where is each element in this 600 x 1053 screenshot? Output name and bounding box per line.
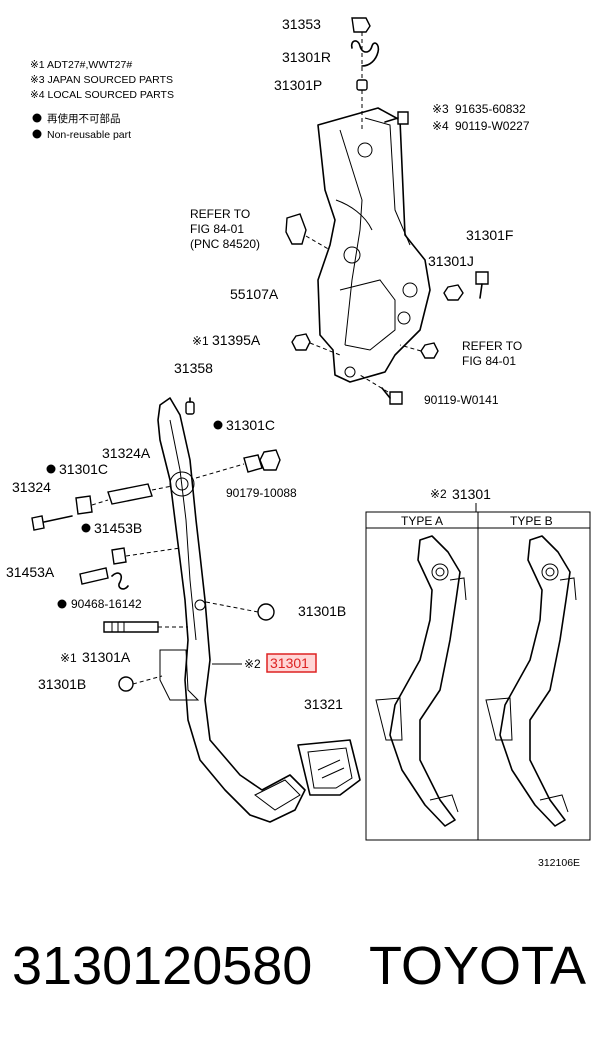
figure-code: 312106E <box>538 857 580 869</box>
label-31358[interactable]: 31358 <box>174 360 213 376</box>
bushing-31301B-left <box>118 676 134 692</box>
refer2-label-line1: REFER TO <box>462 339 522 353</box>
label-31324[interactable]: 31324 <box>12 479 51 495</box>
spring-31301R <box>350 40 380 67</box>
inset-title[interactable]: 31301 <box>452 486 491 502</box>
non-reusable-bullet-icon <box>57 599 67 609</box>
pedal-type-inset: ※2 31301 TYPE A TYPE B <box>365 486 591 841</box>
bushing-31301B-right <box>257 603 275 621</box>
clip-31353 <box>351 17 371 33</box>
note-local-sourced: ※4 LOCAL SOURCED PARTS <box>30 89 174 101</box>
highlight-box <box>266 653 317 673</box>
note-mark-1b: ※1 <box>60 651 77 665</box>
label-31395A[interactable]: 31395A <box>212 332 261 348</box>
label-91635-60832[interactable]: 91635-60832 <box>455 102 526 116</box>
non-reusable-bullet-icon <box>81 523 91 533</box>
note-mark-4: ※4 <box>432 119 449 133</box>
brand-caption: TOYOTA <box>368 936 586 996</box>
label-31301-highlighted[interactable]: 31301 <box>270 655 309 671</box>
label-31353[interactable]: 31353 <box>282 16 321 32</box>
note-mark-2: ※2 <box>244 657 261 671</box>
type-a-pedal <box>375 535 467 827</box>
label-31301C-left[interactable]: 31301C <box>59 461 108 477</box>
pedal-pad-31321 <box>297 739 361 796</box>
label-31301F[interactable]: 31301F <box>466 227 513 243</box>
label-31324A[interactable]: 31324A <box>102 445 151 461</box>
non-reusable-bullet-icon <box>46 464 56 474</box>
label-31301C-right[interactable]: 31301C <box>226 417 275 433</box>
label-90179-10088[interactable]: 90179-10088 <box>226 486 297 500</box>
non-reusable-bullet-icon <box>213 420 223 430</box>
bushing-31453B <box>111 547 127 565</box>
bushing-31301C-left <box>75 495 93 515</box>
bullet-icon <box>32 113 42 123</box>
label-31301A[interactable]: 31301A <box>82 649 131 665</box>
label-31321[interactable]: 31321 <box>304 696 343 712</box>
bolt-90119-W0141 <box>381 387 403 405</box>
note-mark-3: ※3 <box>432 102 449 116</box>
refer-label-line3: (PNC 84520) <box>190 237 260 251</box>
brake-pedal-arm <box>157 397 306 823</box>
nut-31395A <box>291 333 311 351</box>
refer2-label-line2[interactable]: FIG 84-01 <box>462 354 516 368</box>
refer-label-line2[interactable]: FIG 84-01 <box>190 222 244 236</box>
pin-31453A <box>79 567 109 585</box>
bushing-31301C-right <box>243 454 263 473</box>
part-number-caption: 3130120580 <box>12 936 313 996</box>
type-a-label: TYPE A <box>401 514 443 528</box>
label-31301B-right[interactable]: 31301B <box>298 603 346 619</box>
label-90468-16142[interactable]: 90468-16142 <box>71 597 142 611</box>
clip-90468-16142 <box>111 572 129 590</box>
type-b-pedal <box>485 535 577 827</box>
bushing-31301P <box>356 79 368 91</box>
label-31453A[interactable]: 31453A <box>6 564 55 580</box>
label-90119-W0227[interactable]: 90119-W0227 <box>455 119 530 133</box>
bolt-91635 <box>384 111 409 125</box>
label-90119-W0141[interactable]: 90119-W0141 <box>424 393 499 407</box>
note-adt27: ※1 ADT27#,WWT27# <box>30 59 132 71</box>
inset-note-mark: ※2 <box>430 487 447 501</box>
label-31301B-left[interactable]: 31301B <box>38 676 86 692</box>
label-31301R[interactable]: 31301R <box>282 49 331 65</box>
note-mark-1a: ※1 <box>192 334 209 348</box>
switch-connector <box>285 213 307 245</box>
label-31301J[interactable]: 31301J <box>428 253 474 269</box>
nut-90179-10088 <box>259 449 281 471</box>
type-b-label: TYPE B <box>510 514 553 528</box>
legend-en: Non-reusable part <box>47 129 131 141</box>
bullet-icon <box>32 129 42 139</box>
pin-31301A <box>103 621 159 633</box>
label-55107A[interactable]: 55107A <box>230 286 279 302</box>
label-31453B[interactable]: 31453B <box>94 520 142 536</box>
label-31301P[interactable]: 31301P <box>274 77 322 93</box>
nut-refer-fig84 <box>420 342 439 359</box>
pedal-support-bracket <box>317 107 431 383</box>
stopper-31358 <box>185 397 195 415</box>
refer-label-line1: REFER TO <box>190 207 250 221</box>
bolt-31324 <box>31 515 73 531</box>
legend-jp: 再使用不可部品 <box>47 112 121 125</box>
note-japan-sourced: ※3 JAPAN SOURCED PARTS <box>30 74 173 86</box>
collar-31324A <box>107 483 153 505</box>
bolt-31301F <box>475 271 489 299</box>
nut-31301J <box>443 284 464 301</box>
